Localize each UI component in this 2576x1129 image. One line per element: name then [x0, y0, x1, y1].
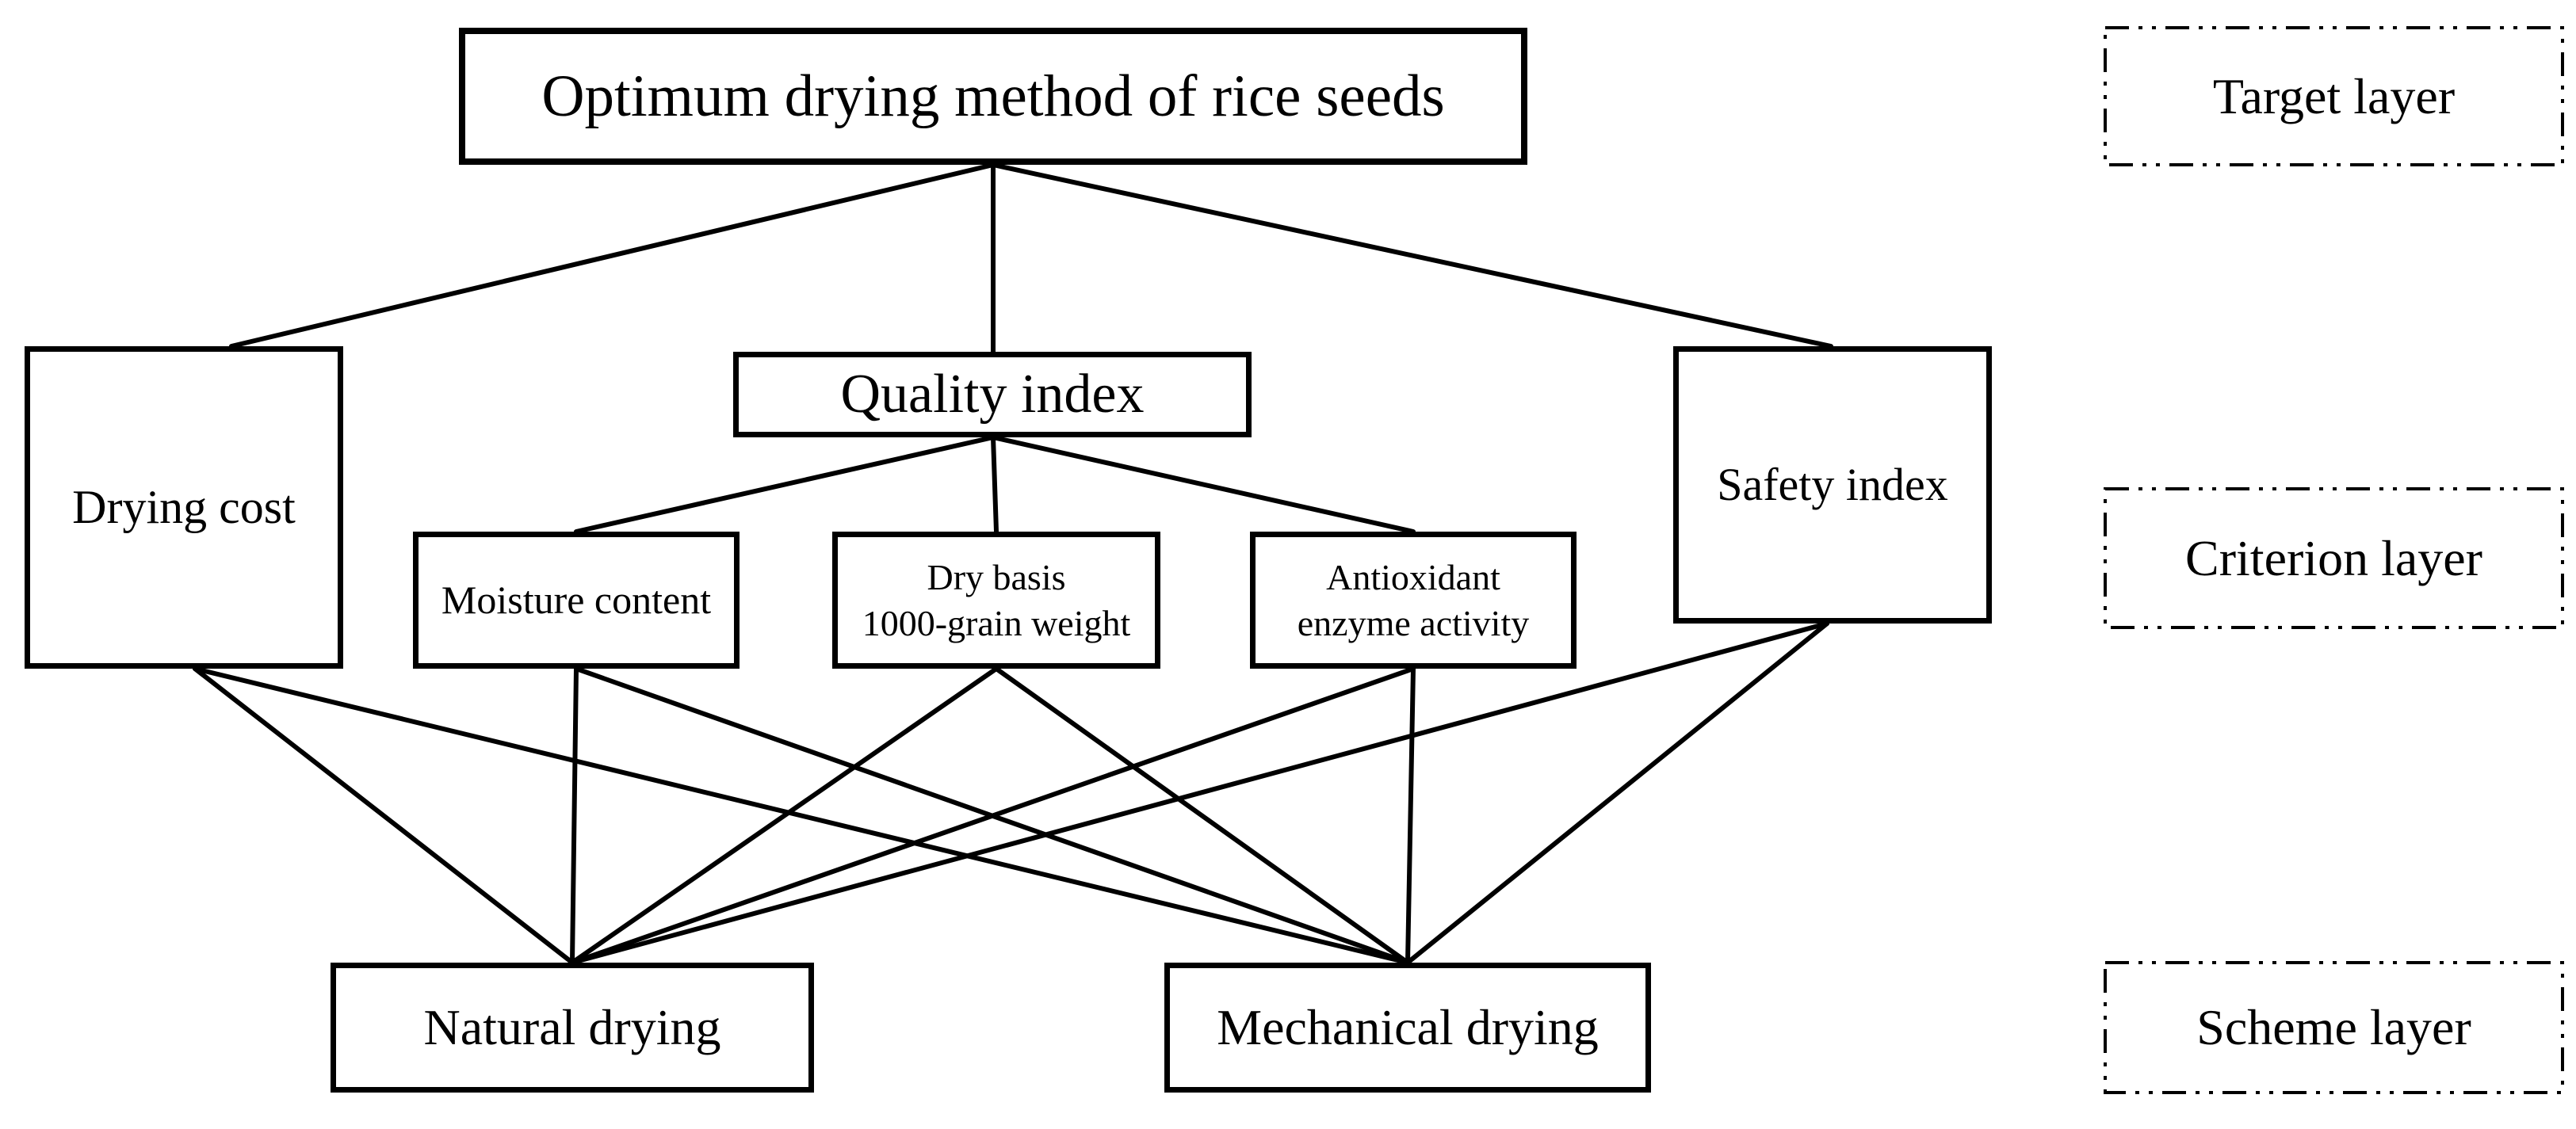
label-scheme-layer: Scheme layer — [2196, 999, 2471, 1055]
criterion-layer-frame — [2104, 487, 2564, 629]
node-antioxidant-enzyme-activity: Antioxidant enzyme activity — [1250, 532, 1577, 669]
edge-drying_cost-to-natural_drying — [193, 666, 575, 965]
edge-drying_cost-to-mechanical_drying — [193, 666, 1410, 965]
edge-safety_index-to-mechanical_drying — [1405, 621, 1829, 965]
label-target-layer: Target layer — [2212, 67, 2456, 124]
edge-dry_basis-to-mechanical_drying — [994, 666, 1410, 965]
node-mechanical-drying: Mechanical drying — [1164, 963, 1651, 1093]
edge-antioxidant-to-natural_drying — [570, 666, 1416, 965]
edge-safety_index-to-natural_drying — [570, 621, 1829, 965]
edge-antioxidant-to-mechanical_drying — [1405, 666, 1416, 965]
edge-quality_index-to-dry_basis — [991, 435, 999, 534]
node-natural-drying: Natural drying — [331, 963, 814, 1093]
edge-moisture_content-to-natural_drying — [570, 666, 579, 965]
node-drying-cost: Drying cost — [25, 346, 343, 669]
node-safety-index: Safety index — [1673, 346, 1992, 624]
edge-quality_index-to-moisture_content — [574, 435, 996, 534]
edge-goal-to-drying_cost — [229, 162, 996, 349]
label-criterion-layer: Criterion layer — [2185, 529, 2482, 586]
edge-dry_basis-to-natural_drying — [570, 666, 999, 965]
node-dry-basis-1000-grain-weight: Dry basis 1000-grain weight — [832, 532, 1160, 669]
target-layer-frame — [2104, 26, 2564, 166]
node-goal: Optimum drying method of rice seeds — [459, 28, 1527, 165]
edge-quality_index-to-antioxidant — [991, 435, 1416, 534]
scheme-layer-frame — [2104, 961, 2564, 1094]
node-moisture-content: Moisture content — [413, 532, 740, 669]
edge-goal-to-safety_index — [991, 162, 1833, 349]
node-quality-index: Quality index — [733, 352, 1252, 437]
